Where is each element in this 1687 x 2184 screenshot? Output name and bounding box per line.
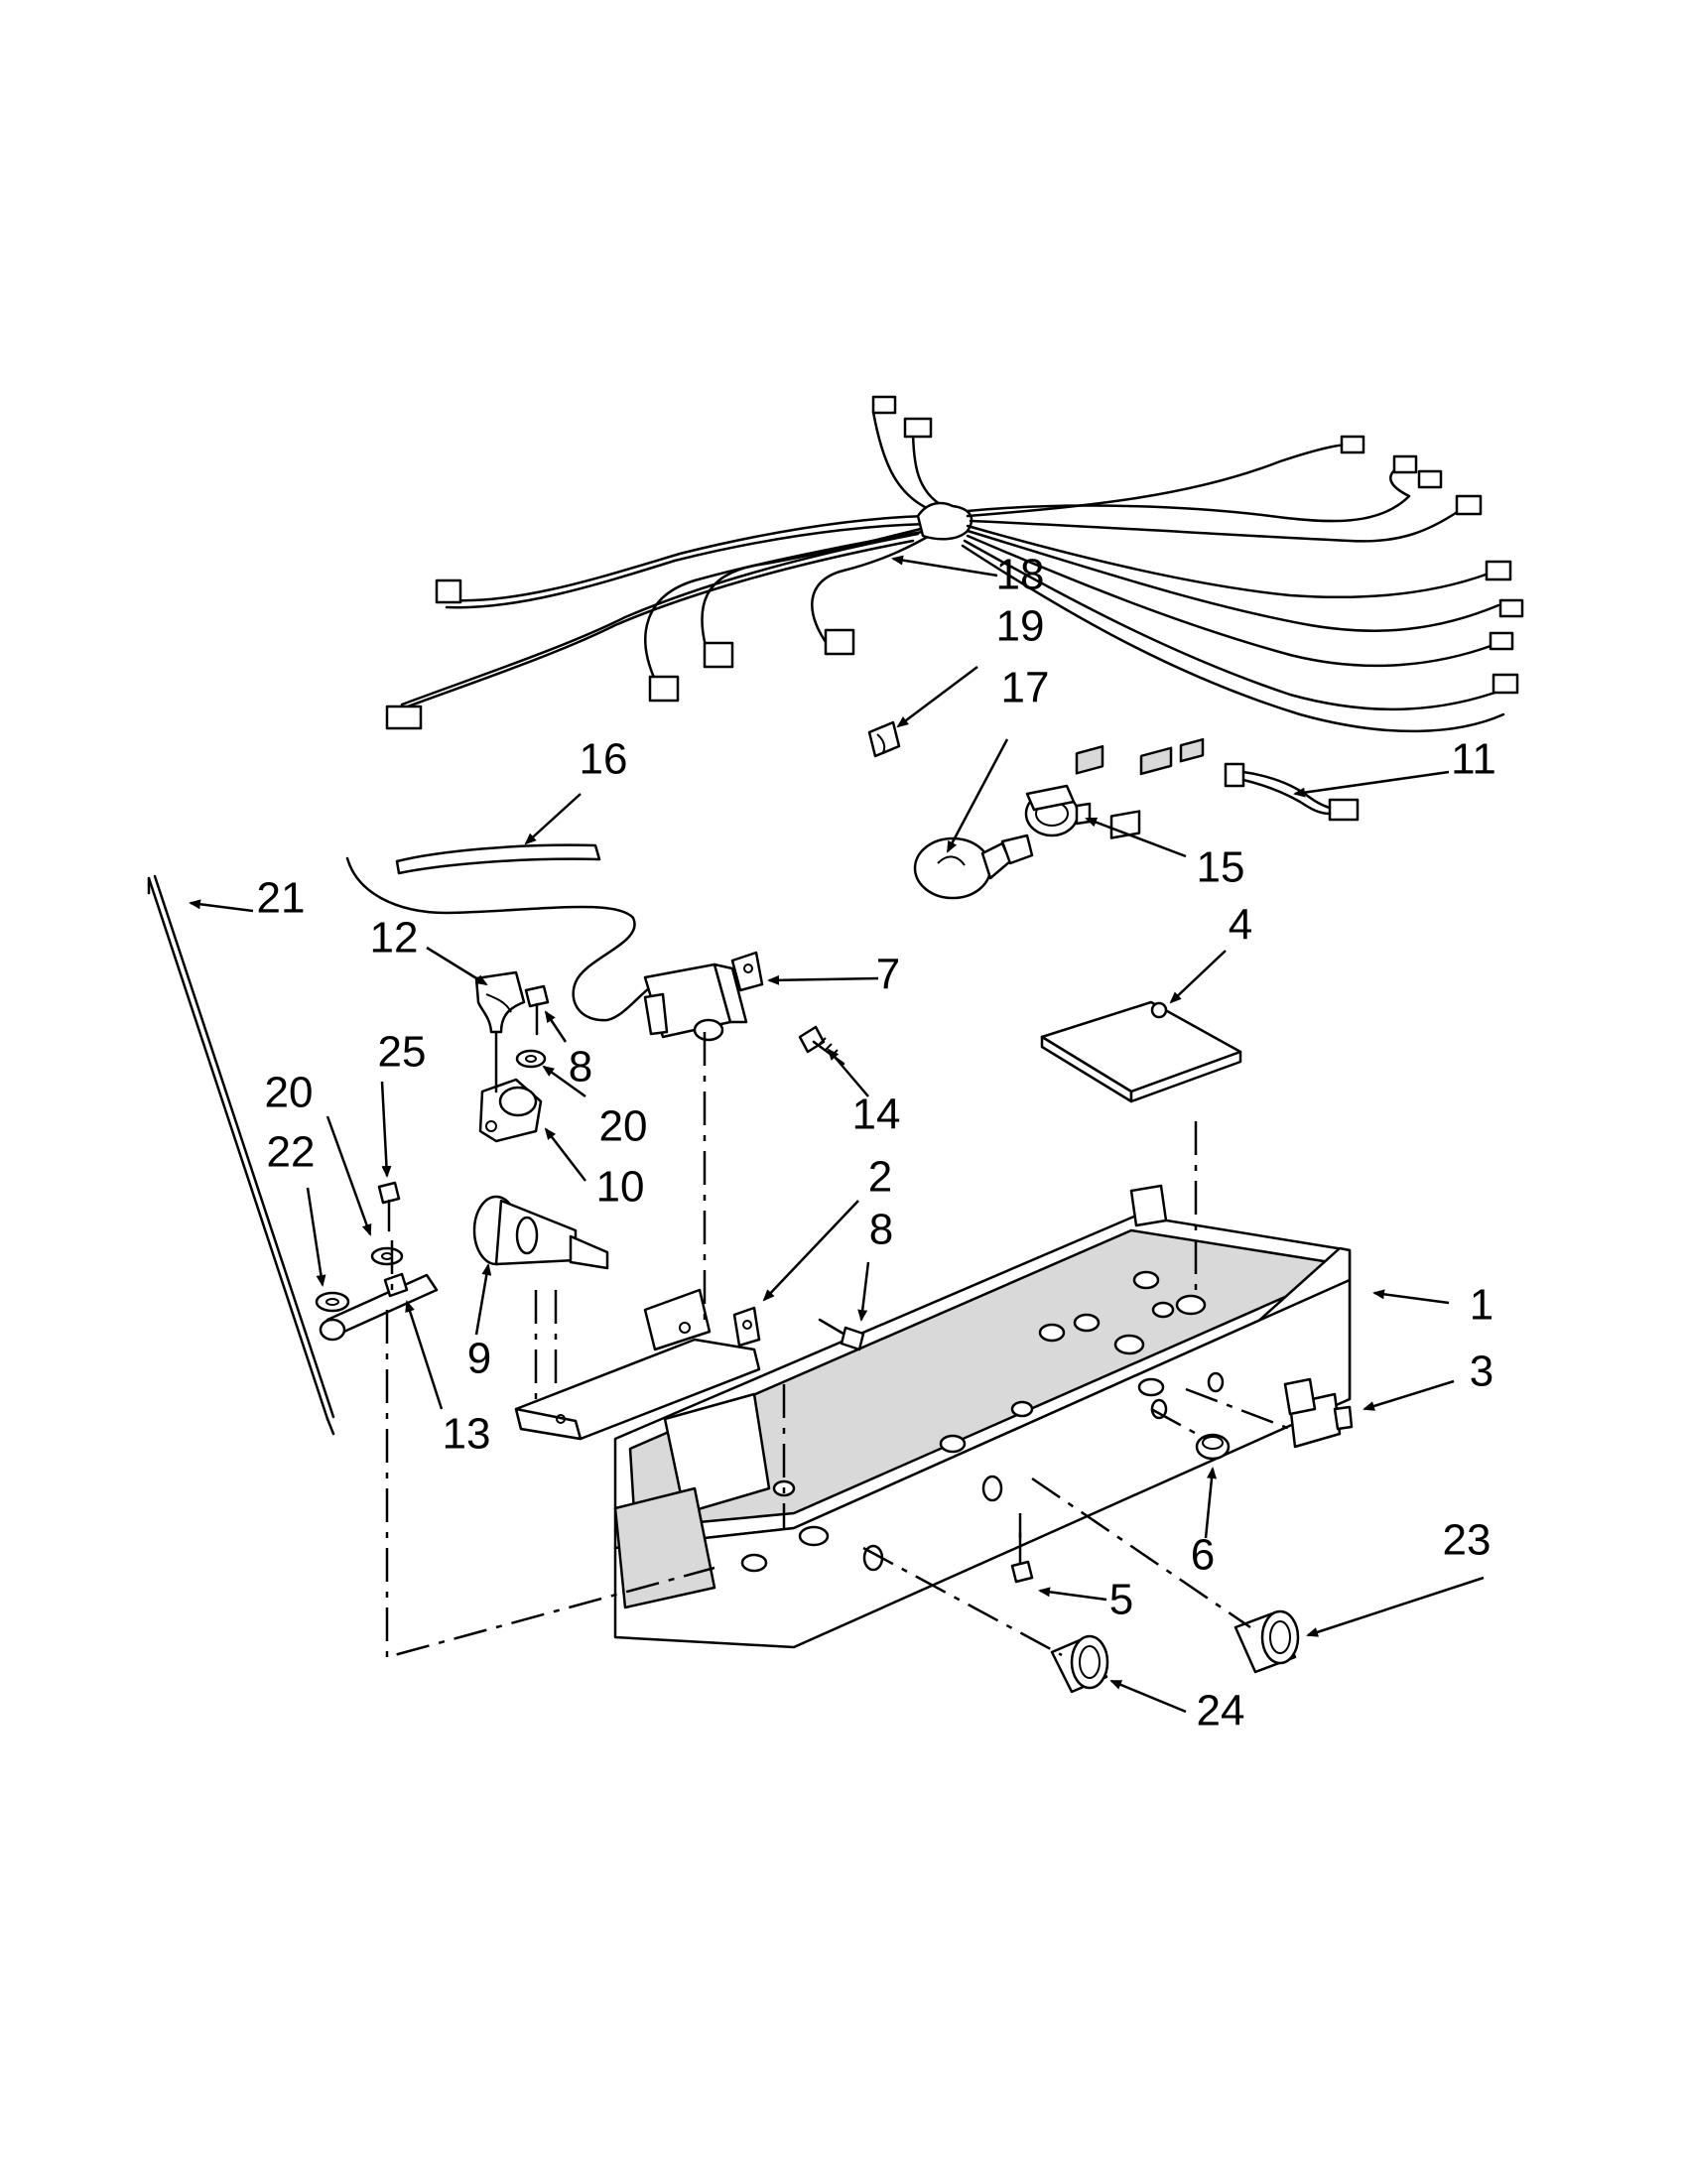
- callout-22: 22: [267, 1128, 316, 1177]
- lamp-socket-icon: [1024, 784, 1092, 837]
- assembly-lines: [385, 1032, 1291, 1659]
- knob-icon: [1050, 1634, 1109, 1694]
- callout-5: 5: [1109, 1576, 1133, 1624]
- callout-21: 21: [257, 874, 306, 923]
- wire-harness-icon: [385, 395, 1524, 733]
- callout-20a: 20: [265, 1069, 314, 1117]
- control-knob-icon: [472, 1195, 609, 1270]
- bracket-icon: [478, 1030, 543, 1143]
- screw-icon: [524, 984, 550, 1036]
- callout-17: 17: [1001, 664, 1050, 712]
- washer-icon: [370, 1246, 404, 1266]
- callout-13: 13: [443, 1410, 491, 1459]
- screw-icon: [377, 1181, 401, 1232]
- callout-7: 7: [876, 951, 900, 999]
- screw-icon: [818, 1318, 865, 1351]
- callout-14: 14: [852, 1091, 901, 1139]
- leader-arrows: [189, 555, 1485, 1714]
- mounting-bracket-icon: [514, 1288, 761, 1441]
- button-icon: [1195, 1433, 1231, 1461]
- callout-8b: 8: [869, 1206, 893, 1254]
- callout-18: 18: [996, 551, 1045, 599]
- washer-icon: [515, 1049, 547, 1069]
- wire-clip-icon: [867, 720, 901, 758]
- callout-2: 2: [868, 1153, 892, 1202]
- callout-19: 19: [996, 602, 1045, 651]
- light-bulb-icon: [913, 834, 1034, 900]
- control-board-icon: [1040, 737, 1242, 1103]
- washer-icon: [315, 1291, 350, 1313]
- callout-labels: 1 2 3 4 5 6 7 8 8 9 10 11 12 13 14 15 16…: [257, 551, 1496, 1735]
- control-housing-icon: [613, 1184, 1352, 1649]
- lever-icon: [319, 1272, 439, 1342]
- knob-icon: [1233, 1609, 1300, 1674]
- thermostat-icon: [643, 951, 764, 1042]
- callout-9: 9: [467, 1335, 491, 1383]
- callout-1: 1: [1470, 1281, 1493, 1330]
- rod-icon: [147, 874, 335, 1436]
- callout-25: 25: [378, 1028, 427, 1077]
- callout-12: 12: [370, 914, 419, 963]
- capillary-tube-icon: [345, 843, 665, 1022]
- callout-10: 10: [596, 1163, 645, 1212]
- callout-4: 4: [1229, 901, 1252, 950]
- wire-jumper-icon: [1224, 762, 1360, 822]
- callout-15: 15: [1197, 843, 1245, 892]
- callout-8a: 8: [569, 1043, 592, 1092]
- clip-icon: [474, 970, 526, 1034]
- callout-6: 6: [1191, 1531, 1215, 1580]
- door-switch-icon: [1283, 1377, 1354, 1449]
- callout-24: 24: [1197, 1687, 1245, 1735]
- callout-23: 23: [1443, 1516, 1492, 1565]
- screw-icon: [798, 1025, 845, 1066]
- callout-3: 3: [1470, 1348, 1493, 1396]
- callout-20b: 20: [599, 1102, 648, 1151]
- callout-16: 16: [580, 735, 628, 784]
- callout-11: 11: [1451, 735, 1496, 784]
